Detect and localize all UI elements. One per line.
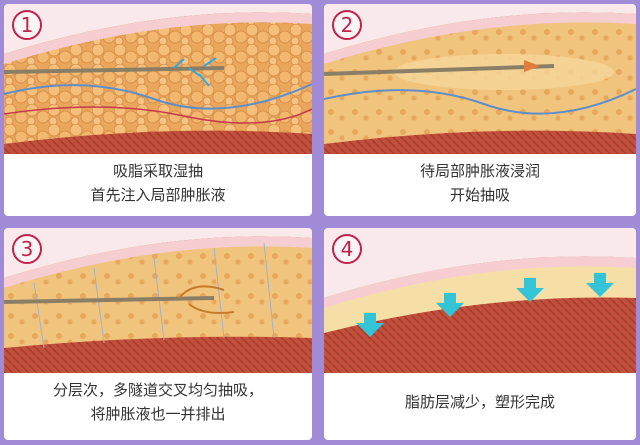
panel-2: 2 待局部肿胀液浸润 开始抽吸 — [324, 4, 636, 216]
step-number-4: 4 — [332, 234, 362, 264]
caption-3: 分层次，多隧道交叉均匀抽吸， 将肿胀液也一并排出 — [4, 378, 312, 426]
tissue-illustration-2 — [324, 4, 636, 154]
caption-2-line-2: 开始抽吸 — [449, 186, 510, 204]
caption-4-line-1: 脂肪层减少，塑形完成 — [404, 393, 555, 411]
tissue-illustration-3 — [4, 228, 312, 373]
panel-1: 1 吸脂采取湿抽 首先注入局部肿胀液 — [4, 4, 312, 216]
caption-3-line-1: 分层次，多隧道交叉均匀抽吸， — [52, 381, 263, 399]
panel-4: 4 脂肪层减少，塑形完成 — [324, 228, 636, 440]
panel-3: 3 分层次，多隧道交叉均匀抽吸， 将肿胀液也一并排出 — [4, 228, 312, 440]
caption-1-line-2: 首先注入局部肿胀液 — [90, 186, 226, 204]
caption-2-line-1: 待局部肿胀液浸润 — [419, 162, 540, 180]
caption-2: 待局部肿胀液浸润 开始抽吸 — [324, 159, 636, 207]
step-number-3: 3 — [12, 234, 42, 264]
caption-3-line-2: 将肿胀液也一并排出 — [90, 405, 226, 423]
tissue-illustration-4 — [324, 228, 636, 373]
caption-4: 脂肪层减少，塑形完成 — [324, 390, 636, 414]
caption-1-line-1: 吸脂采取湿抽 — [112, 162, 203, 180]
caption-1: 吸脂采取湿抽 首先注入局部肿胀液 — [4, 159, 312, 207]
step-number-2: 2 — [332, 10, 362, 40]
step-number-1: 1 — [12, 10, 42, 40]
tissue-illustration-1 — [4, 4, 312, 154]
